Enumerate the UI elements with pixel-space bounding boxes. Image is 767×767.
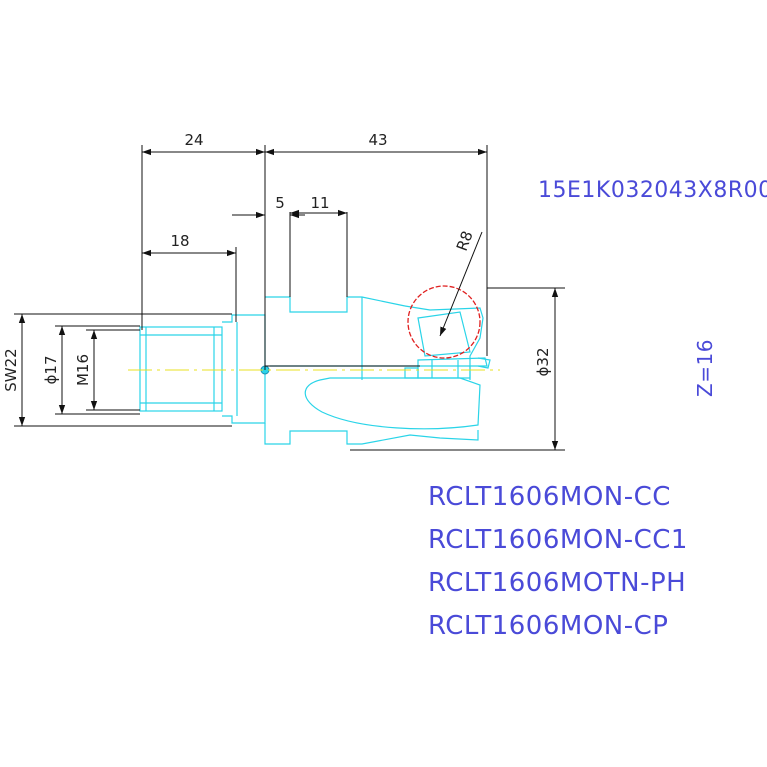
insert-label-1: RCLT1606MON-CC bbox=[428, 482, 671, 512]
dimension-lines bbox=[14, 145, 565, 451]
dim-m16: M16 bbox=[74, 354, 92, 386]
part-number-label: 15E1K032043X8R00 bbox=[538, 178, 767, 203]
highlight-circle bbox=[407, 285, 481, 359]
insert-label-4: RCLT1606MON-CP bbox=[428, 611, 668, 641]
dim-5: 5 bbox=[275, 194, 285, 212]
insert-label-2: RCLT1606MON-CC1 bbox=[428, 525, 688, 555]
dim-r8: R8 bbox=[453, 228, 477, 253]
dim-24: 24 bbox=[184, 131, 203, 149]
dim-43: 43 bbox=[368, 131, 387, 149]
dim-sw22: SW22 bbox=[2, 348, 20, 391]
dim-phi32: ϕ32 bbox=[534, 348, 552, 377]
teeth-count-label: Z=16 bbox=[693, 339, 717, 397]
dim-18: 18 bbox=[170, 232, 189, 250]
insert-label-3: RCLT1606MOTN-PH bbox=[428, 568, 686, 598]
dim-11: 11 bbox=[310, 194, 329, 212]
dim-phi17: ϕ17 bbox=[42, 356, 60, 385]
